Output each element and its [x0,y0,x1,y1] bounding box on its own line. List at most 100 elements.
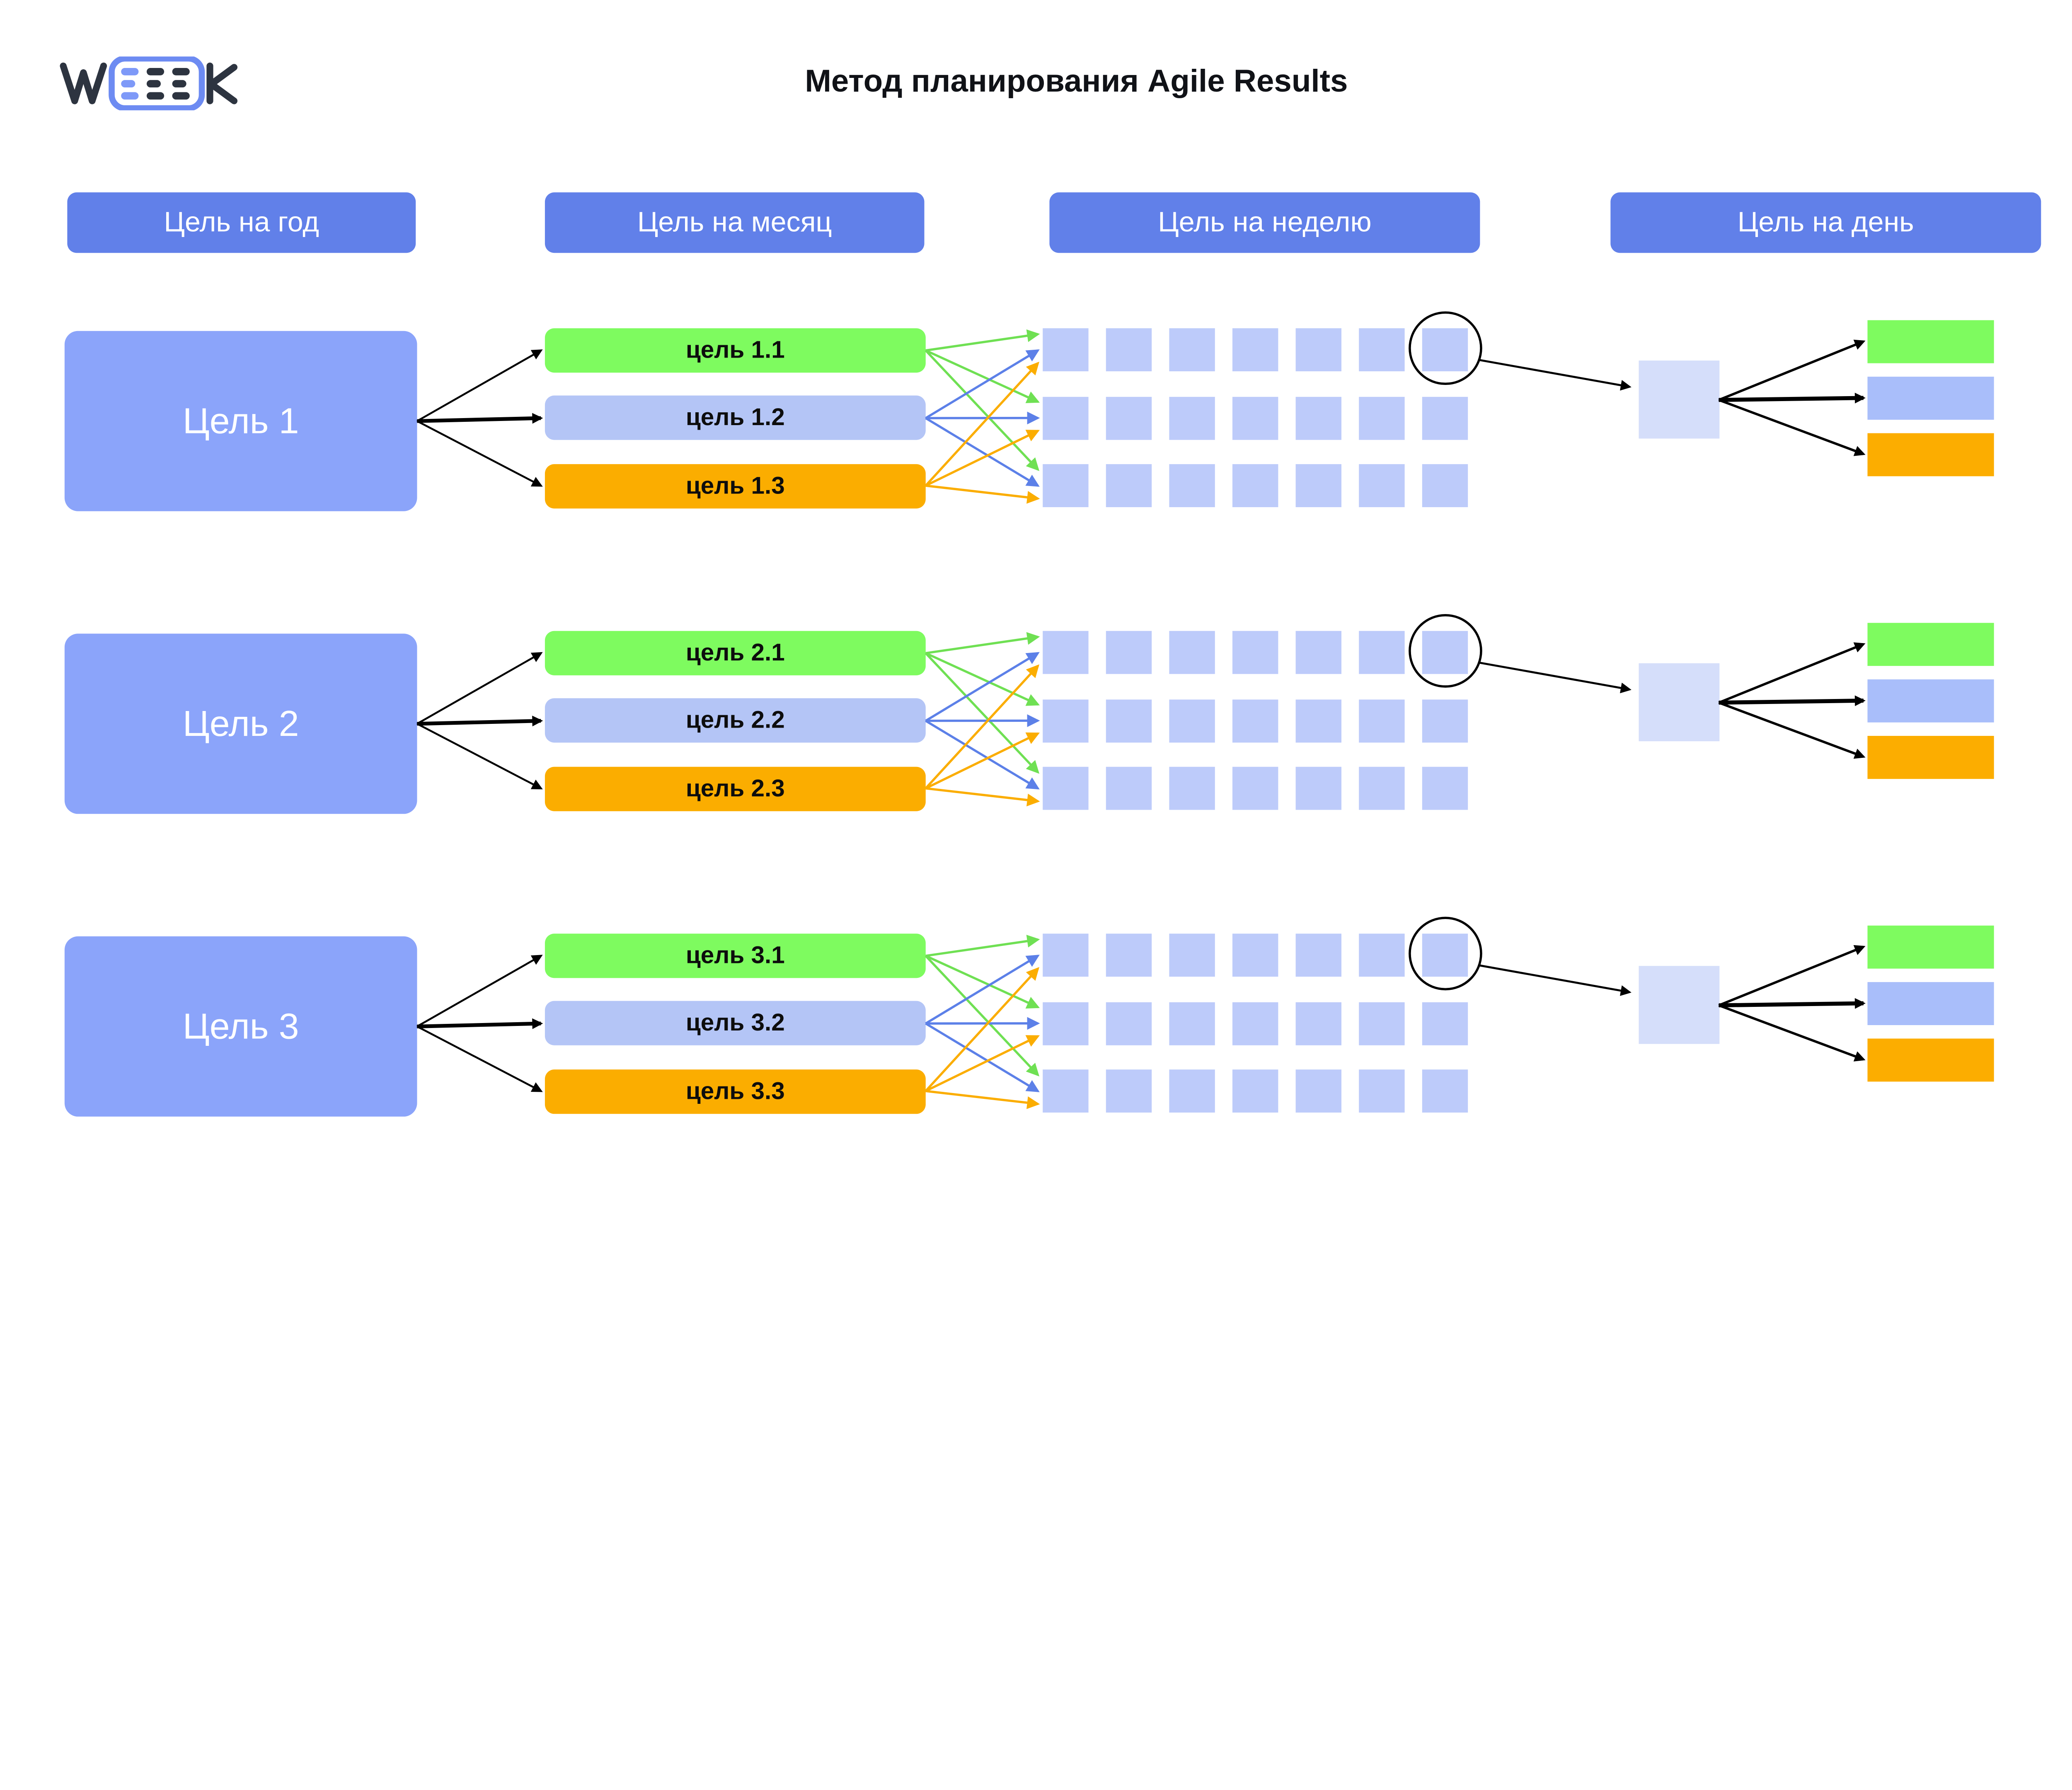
arrow-year-to-month [416,1026,543,1092]
week-square [1232,934,1278,977]
day-goal-bar [1867,1038,1994,1081]
arrow-month-to-week [925,955,1040,1009]
page-title: Метод планирования Agile Results [805,63,1348,99]
week-square [1042,329,1089,372]
week-square [1169,329,1215,372]
day-square [1638,966,1719,1045]
arrow-year-to-month [417,413,543,424]
arrow-month-to-week [925,720,1040,790]
week-square [1295,1069,1342,1113]
column-header-month: Цель на месяц [545,192,925,253]
week-square [1295,631,1342,675]
day-goal-bar [1867,376,1994,420]
arrow-year-to-month [417,1018,543,1029]
arrow-month-to-week [925,349,1040,471]
week-square [1358,464,1405,508]
day-goal-bar [1867,982,1994,1025]
month-goal-bar: цель 1.1 [545,328,926,373]
arrow-month-to-week [925,329,1040,352]
arrow-day-to-goal [1718,399,1866,456]
arrow-month-to-week [925,955,1040,1076]
arrow-day-to-goal [1718,339,1866,401]
day-goal-bar [1867,432,1994,476]
arrow-year-to-month [416,955,543,1028]
arrow-month-to-week [925,361,1039,486]
week-square [1295,767,1342,810]
arrow-month-to-week [925,430,1040,487]
year-goal-box: Цель 1 [64,331,417,511]
arrow-month-to-week [925,732,1040,790]
month-goal-bar: цель 2.1 [545,631,926,675]
week-square [1232,396,1278,440]
arrow-day-to-goal [1718,945,1866,1007]
arrow-month-to-week [925,967,1039,1092]
week-square [1169,1069,1215,1113]
week-square [1421,1069,1468,1113]
weeek-logo-icon [60,55,238,111]
week-square [1105,464,1152,508]
arrow-year-to-month [416,420,543,487]
month-goal-bar: цель 3.2 [545,1001,926,1046]
arrow-day-to-goal [1718,701,1866,759]
day-square [1638,361,1719,439]
weeek-logo [59,55,250,117]
arrow-month-to-week [925,484,1040,504]
day-goal-bar [1867,320,1994,363]
logo-bars [121,68,190,100]
week-square [1358,631,1405,675]
month-goal-bar: цель 1.3 [545,464,926,508]
week-square [1232,329,1278,372]
arrow-month-to-week [925,1022,1040,1092]
week-square [1042,699,1089,743]
week-square [1421,1001,1468,1045]
week-square [1105,396,1152,440]
week-square [1421,699,1468,743]
week-square [1295,464,1342,508]
week-square [1169,631,1215,675]
arrow-month-to-week [925,787,1040,807]
week-square [1421,631,1468,675]
week-square [1042,396,1089,440]
logo-letter-k [206,62,238,104]
month-goal-bar: цель 3.3 [545,1069,926,1114]
week-square [1421,767,1468,810]
week-square [1232,464,1278,508]
arrow-year-to-month [417,716,543,727]
arrow-week-to-day [1478,661,1631,694]
week-square [1042,934,1089,977]
arrow-month-to-week [925,935,1040,957]
week-square [1169,699,1215,743]
week-square [1105,767,1152,810]
week-square [1169,767,1215,810]
arrow-day-to-goal [1719,998,1866,1009]
arrow-day-to-goal [1718,1004,1866,1062]
week-square [1042,1069,1089,1113]
week-square [1358,1069,1405,1113]
arrow-month-to-week [925,955,1040,1025]
arrow-month-to-week [925,1090,1040,1109]
week-square [1295,1001,1342,1045]
week-square [1358,767,1405,810]
week-square [1421,329,1468,372]
week-square [1042,1001,1089,1045]
logo-frame [109,55,205,111]
arrow-month-to-week [925,652,1040,706]
week-square [1358,934,1405,977]
arrow-month-to-week [925,664,1039,789]
arrow-month-to-week [925,652,1040,774]
week-square [1169,464,1215,508]
arrow-year-to-month [416,652,543,725]
day-goal-bar [1867,925,1994,969]
day-goal-bar [1867,735,1994,779]
arrow-month-to-week [925,349,1040,419]
week-square [1105,1069,1152,1113]
week-square [1421,934,1468,977]
week-square [1358,1001,1405,1045]
week-square [1232,1069,1278,1113]
arrow-month-to-week [925,1035,1040,1092]
month-goal-bar: цель 1.2 [545,396,926,440]
week-square [1358,396,1405,440]
month-goal-bar: цель 2.3 [545,766,926,811]
week-square [1105,934,1152,977]
week-square [1295,329,1342,372]
